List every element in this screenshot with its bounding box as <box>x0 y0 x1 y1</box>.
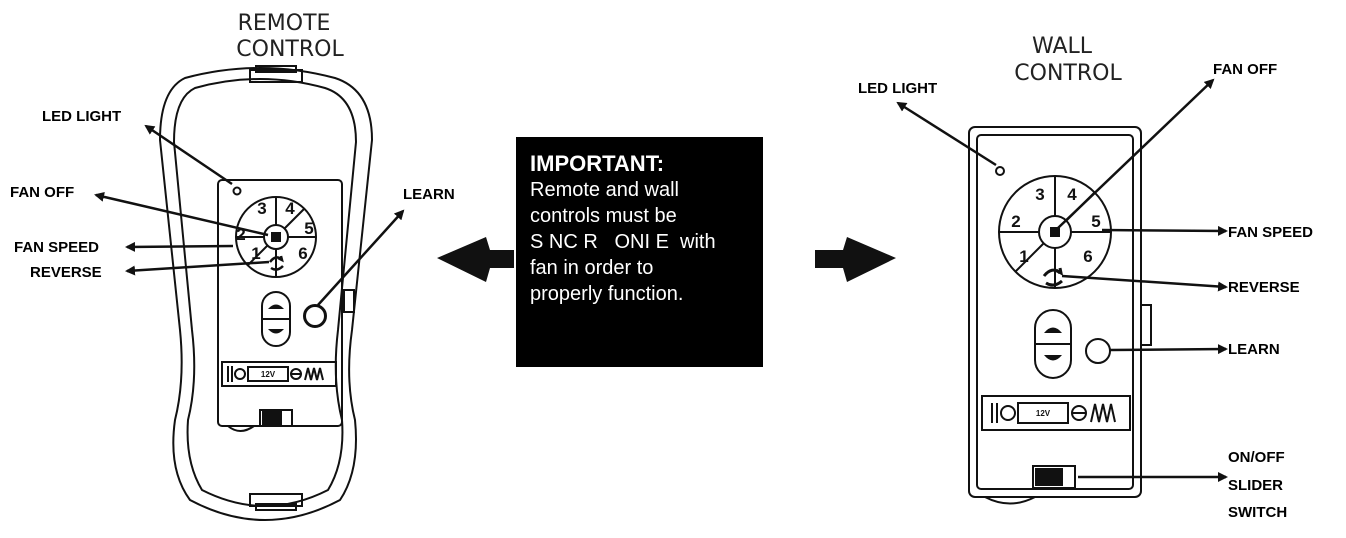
wall-light-up-icon[interactable] <box>1044 327 1062 334</box>
wall-reverse-icon[interactable] <box>1042 267 1064 287</box>
remote-learn-button[interactable] <box>304 305 326 327</box>
remote-reverse-icon[interactable] <box>269 255 284 271</box>
remote-reverse-label: REVERSE <box>30 264 102 281</box>
remote-learn-arrow <box>317 209 405 306</box>
notice-line-1: Remote and wall <box>530 179 679 201</box>
remote-fan-off-button[interactable] <box>271 232 281 242</box>
remote-speed-4[interactable]: 4 <box>285 199 295 218</box>
notice-line-3: S NC R ONI E with <box>530 231 716 253</box>
wall-learn-button[interactable] <box>1085 338 1111 364</box>
wall-reverse-label: REVERSE <box>1228 279 1300 296</box>
wall-fan-speed-label: FAN SPEED <box>1228 224 1313 241</box>
notice-line-2: controls must be <box>530 205 677 227</box>
wall-led-light-label: LED LIGHT <box>858 80 937 97</box>
remote-reverse-arrow <box>125 260 270 276</box>
wall-speed-2[interactable]: 2 <box>1011 212 1020 231</box>
wall-battery-voltage: 12V <box>1036 409 1051 418</box>
wall-title-line2: CONTROL <box>1014 61 1122 86</box>
wall-fan-off-arrow <box>1057 78 1215 229</box>
wall-fan-off-label: FAN OFF <box>1213 61 1277 78</box>
remote-fan-off-arrow <box>94 191 269 237</box>
remote-slider-switch[interactable] <box>262 411 282 425</box>
remote-fan-off-label: FAN OFF <box>10 184 74 201</box>
important-notice-box: IMPORTANT: Remote and wall controls must… <box>516 137 763 367</box>
remote-speed-3[interactable]: 3 <box>257 199 266 218</box>
remote-led-light-label: LED LIGHT <box>42 108 121 125</box>
wall-speed-5[interactable]: 5 <box>1091 212 1100 231</box>
wall-reverse-arrow <box>1061 274 1228 292</box>
wall-speed-6[interactable]: 6 <box>1083 247 1092 266</box>
wall-speed-3[interactable]: 3 <box>1035 185 1044 204</box>
notice-line-4: fan in order to <box>530 257 654 279</box>
wall-slider-label-line2: SLIDER <box>1228 477 1283 494</box>
wall-speed-1[interactable]: 1 <box>1019 247 1028 266</box>
wall-fan-off-button[interactable] <box>1050 227 1060 237</box>
wall-light-down-icon[interactable] <box>1044 355 1062 361</box>
notice-heading: IMPORTANT: <box>530 151 665 176</box>
wall-led-light-arrow <box>896 101 997 167</box>
remote-fan-speed-arrow <box>125 241 234 252</box>
remote-title-line2: CONTROL <box>236 37 344 62</box>
right-pointing-arrow <box>815 237 896 282</box>
remote-fan-speed-label: FAN SPEED <box>14 239 99 256</box>
wall-title-line1: WALL <box>1032 34 1093 59</box>
wall-slider-label-line1: ON/OFF <box>1228 449 1285 466</box>
remote-battery-voltage: 12V <box>261 370 276 379</box>
remote-speed-1[interactable]: 1 <box>251 244 260 263</box>
remote-light-down-icon[interactable] <box>268 329 284 334</box>
remote-control-illustration <box>158 65 374 521</box>
wall-slider-label-line3: SWITCH <box>1228 504 1287 521</box>
remote-speed-2[interactable]: 2 <box>236 225 245 244</box>
wall-speed-4[interactable]: 4 <box>1067 185 1077 204</box>
wall-fan-speed-arrow <box>1101 225 1228 236</box>
wall-learn-arrow <box>1109 344 1228 355</box>
remote-title-line1: REMOTE <box>238 11 331 36</box>
remote-light-up-icon[interactable] <box>268 304 284 310</box>
left-pointing-arrow <box>437 237 514 282</box>
remote-speed-5[interactable]: 5 <box>304 219 313 238</box>
wall-slider-switch[interactable] <box>1035 468 1063 486</box>
notice-line-5: properly function. <box>530 283 684 305</box>
remote-learn-label: LEARN <box>403 186 455 203</box>
wall-control-illustration <box>968 126 1152 505</box>
remote-speed-6[interactable]: 6 <box>298 244 307 263</box>
wall-learn-label: LEARN <box>1228 341 1280 358</box>
remote-led-light-arrow <box>144 124 233 186</box>
